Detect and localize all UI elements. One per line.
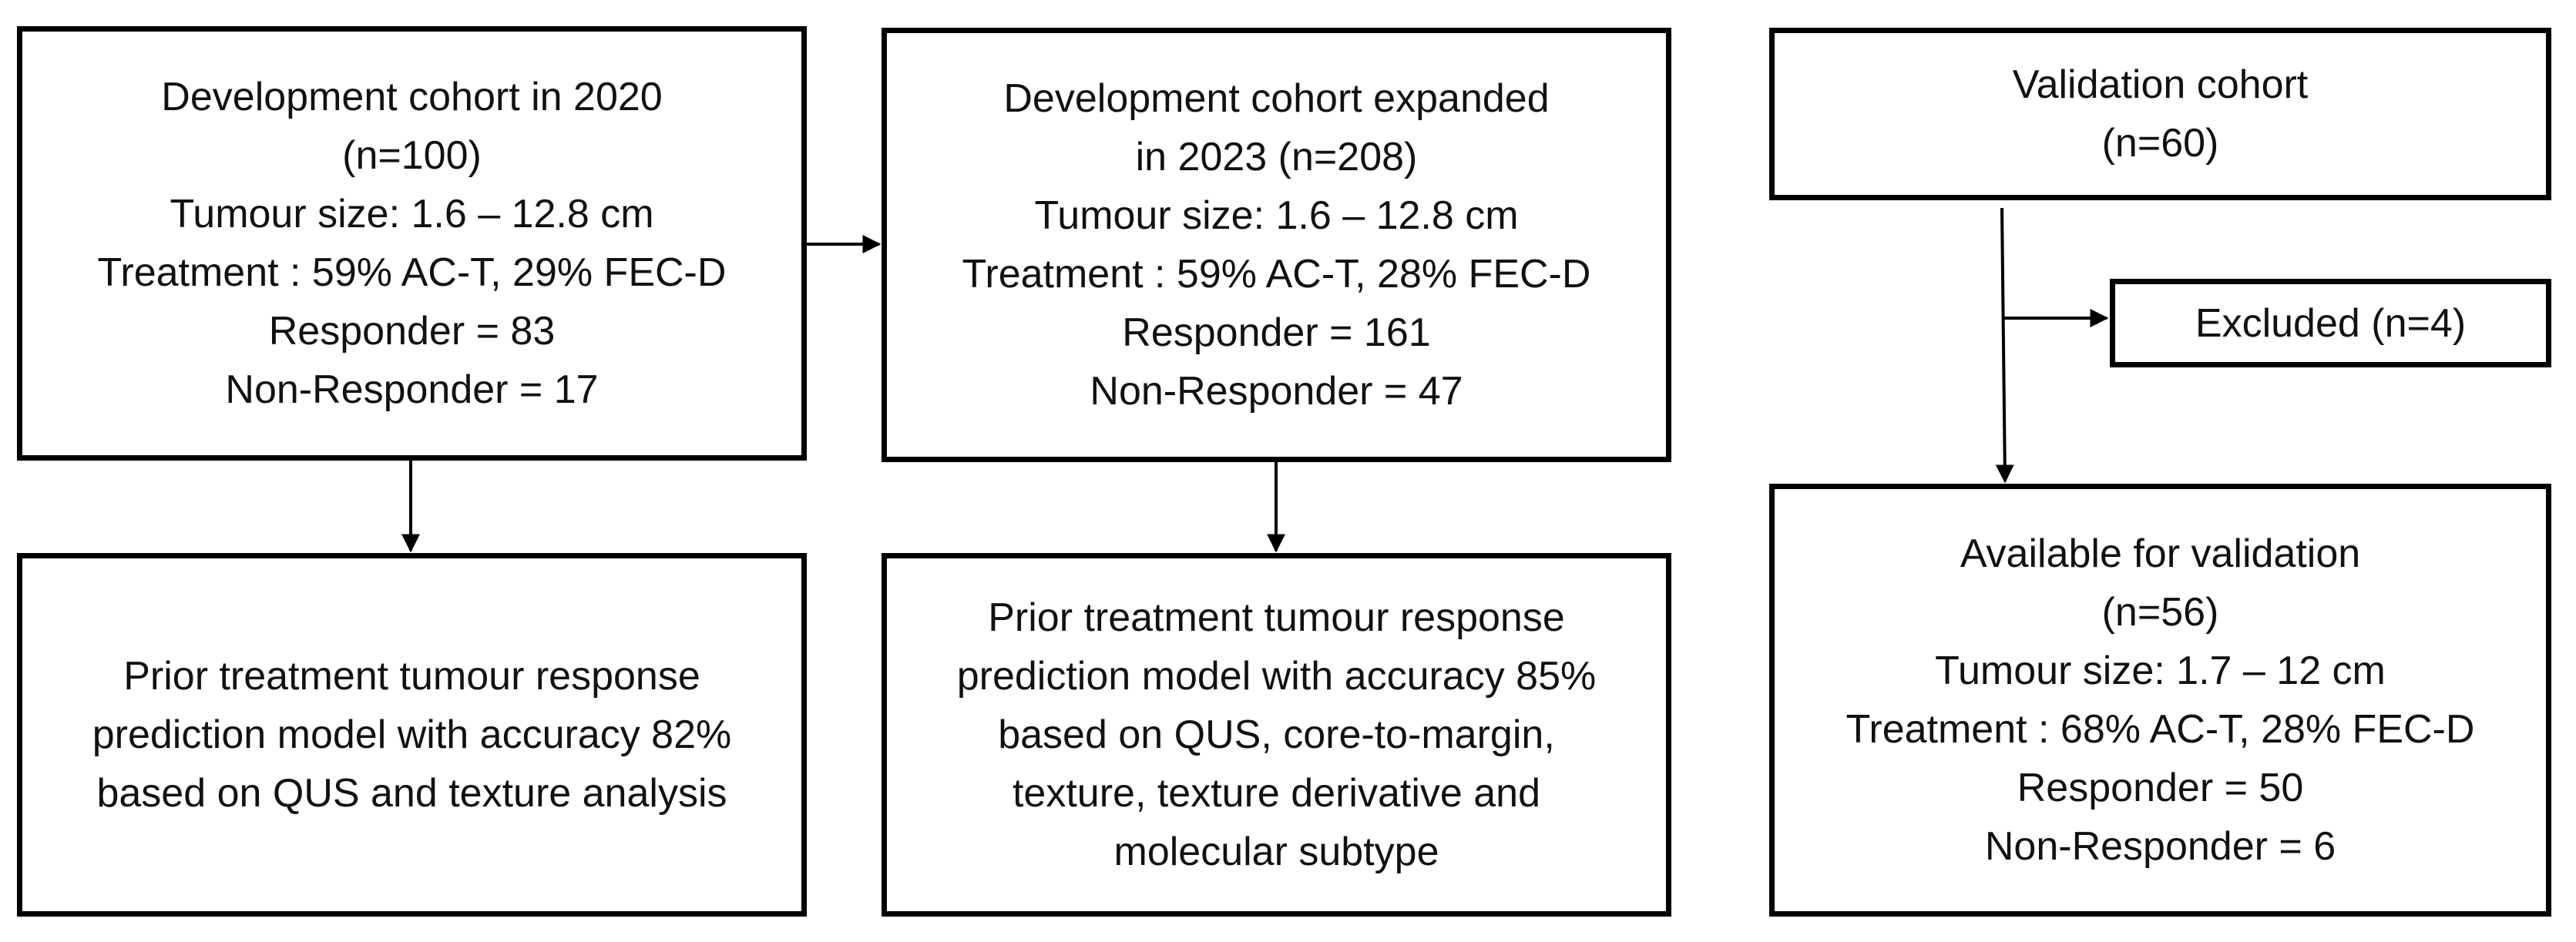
development-cohort-2023-box: Development cohort expanded in 2023 (n=2… [882,28,1671,462]
box-line: Validation cohort [2012,62,2309,107]
box-line: Non-Responder = 6 [1984,824,2336,869]
box-line: Non-Responder = 17 [225,367,599,412]
box-line: Responder = 83 [268,309,556,354]
model-2020-box: Prior treatment tumour response predicti… [17,553,807,917]
validation-cohort-box: Validation cohort (n=60) [1769,28,2551,200]
box-line: Non-Responder = 47 [1090,369,1463,414]
box-line: Tumour size: 1.7 – 12 cm [1935,649,2386,693]
development-cohort-2020-box: Development cohort in 2020 (n=100) Tumou… [17,26,807,461]
box-line: Development cohort in 2020 [161,75,663,119]
box-line: (n=100) [342,133,482,178]
box-line: prediction model with accuracy 85% [956,654,1597,699]
box-line: Development cohort expanded [1003,76,1550,121]
box-line: Treatment : 59% AC-T, 28% FEC-D [962,252,1591,297]
box-line: Available for validation [1960,531,2361,576]
box-line: Prior treatment tumour response [123,654,700,699]
box-line: Responder = 161 [1122,310,1431,355]
box-line: texture, texture derivative and [1012,771,1541,816]
available-for-validation-box: Available for validation (n=56) Tumour s… [1769,484,2551,917]
box-line: in 2023 (n=208) [1135,135,1418,179]
box-line: Treatment : 68% AC-T, 28% FEC-D [1846,707,2475,752]
box-line: based on QUS and texture analysis [96,771,727,816]
model-2023-box: Prior treatment tumour response predicti… [882,553,1671,917]
arrow-validation-to-available [1995,207,2014,484]
box-line: prediction model with accuracy 82% [92,712,732,757]
box-line: Responder = 50 [2017,766,2304,810]
box-line: Excluded (n=4) [2195,300,2467,346]
box-line: molecular subtype [1113,830,1439,874]
box-line: Tumour size: 1.6 – 12.8 cm [1034,193,1519,238]
box-line: (n=60) [2101,121,2219,166]
box-line: (n=56) [2101,590,2219,635]
excluded-box: Excluded (n=4) [2110,279,2551,367]
box-line: based on QUS, core-to-margin, [998,712,1555,757]
box-line: Tumour size: 1.6 – 12.8 cm [170,192,654,236]
box-line: Treatment : 59% AC-T, 29% FEC-D [97,250,727,295]
box-line: Prior treatment tumour response [988,595,1565,640]
